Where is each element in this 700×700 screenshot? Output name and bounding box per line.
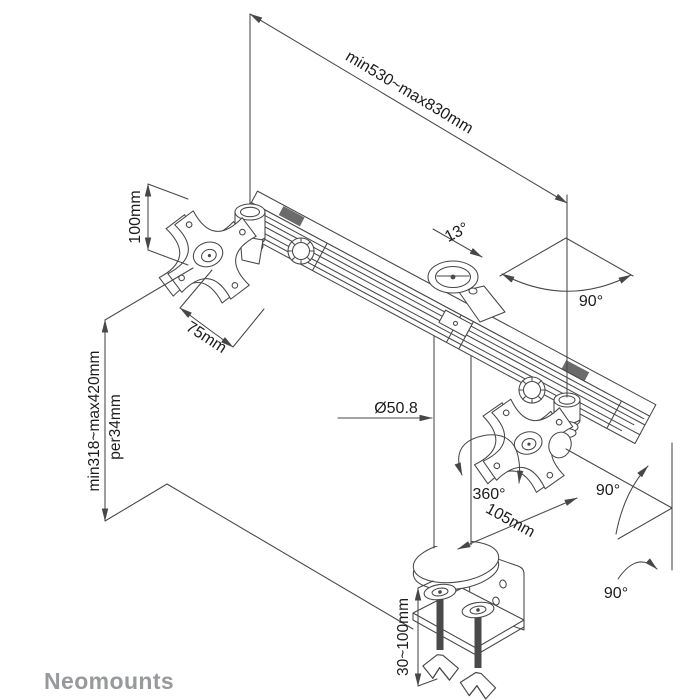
dim-ext-line: [104, 483, 168, 522]
label-clamp-range: 30~100mm: [395, 598, 412, 676]
clamp-hole: [492, 596, 500, 606]
brand-logo: Neomounts: [44, 668, 174, 694]
crossbar-slider: [438, 309, 473, 338]
dim-ext-line: [147, 249, 189, 266]
rotation-arrow-360: [454, 434, 524, 484]
clamp-hole: [499, 579, 507, 589]
left-monitor-head: [156, 203, 315, 306]
dimension-lines: [101, 13, 673, 687]
clamp-screw: [459, 601, 497, 700]
label-crossbar-tilt: 13°: [442, 220, 471, 246]
label-pole-rotation: 360°: [472, 486, 505, 503]
label-height-range: min318~max420mm: [86, 351, 103, 492]
label-vesa-width: 75mm: [183, 319, 230, 357]
left-vesa-plate: [156, 208, 259, 306]
adjust-knob: [287, 237, 315, 265]
label-height-step: per34mm: [107, 394, 124, 459]
dim-ext-line: [179, 269, 213, 309]
dim-ext-line: [104, 267, 194, 321]
label-arm-width-range: min530~max830mm: [342, 48, 475, 137]
plate-boss: [192, 241, 224, 268]
label-swivel-top: 90°: [579, 293, 603, 310]
label-clamp-swivel: 90°: [604, 585, 628, 602]
tilt-pivot-lobe: [548, 431, 572, 459]
desk-plane-line: [166, 483, 414, 630]
screw-shaft: [474, 614, 482, 668]
label-head-tilt: 90°: [596, 482, 620, 499]
label-pole-diameter: Ø50.8: [374, 400, 418, 417]
dim-head-tilt: [565, 442, 673, 571]
dim-swivel-fan: [499, 237, 634, 292]
crossbar-grip: [561, 360, 590, 382]
screw-shaft: [436, 596, 444, 650]
dim-vesa-width: [179, 307, 234, 348]
dim-ext-line: [232, 308, 265, 348]
clamp-screw: [421, 583, 460, 683]
tilt-arrow: [615, 465, 649, 535]
dim-ext-line: [417, 678, 438, 687]
dim-crossbar-tilt: [432, 228, 483, 258]
center-pivot-disc: [427, 260, 506, 323]
adjust-knob: [518, 376, 546, 404]
screw-pad: [423, 583, 457, 601]
label-vesa-height: 100mm: [127, 190, 144, 243]
right-monitor-head: [471, 376, 581, 496]
wing-knob: [421, 652, 460, 683]
dim-head-offset: [457, 497, 578, 550]
dim-arm-width: [249, 13, 568, 204]
wing-knob: [459, 671, 497, 700]
dim-ext-line: [147, 183, 189, 200]
crossbar-grip: [278, 206, 305, 227]
pivot-screw: [468, 287, 478, 295]
dim-ext-line: [417, 580, 434, 589]
clamp-swivel-arrow: [617, 558, 658, 580]
screw-pad: [461, 601, 495, 619]
desk-clamp: [412, 540, 525, 700]
